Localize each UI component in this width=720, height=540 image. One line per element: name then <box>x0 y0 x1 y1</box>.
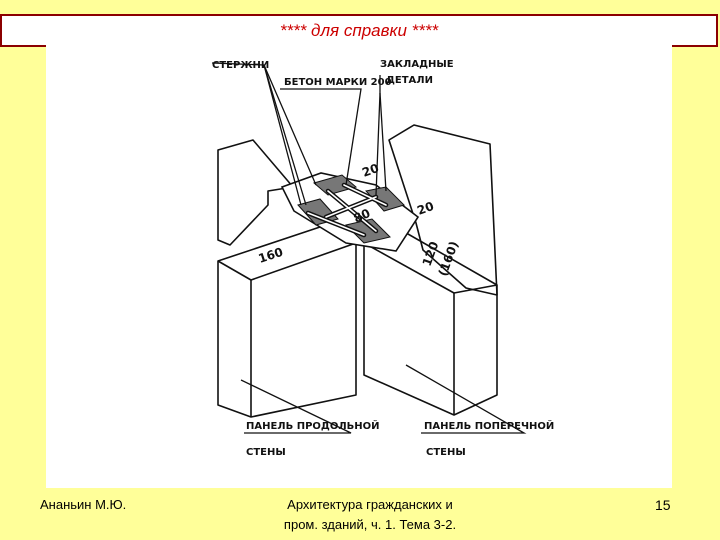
label-long-panel-2: СТЕНЫ <box>246 447 286 458</box>
wall-joint-diagram: СТЕРЖНИ БЕТОН МАРКИ 200 ЗАКЛАДНЫЕ ДЕТАЛИ… <box>211 59 554 458</box>
back-right-wall <box>388 124 498 296</box>
label-embedded-2: ДЕТАЛИ <box>386 75 433 86</box>
label-cross-panel-2: СТЕНЫ <box>426 447 466 458</box>
dimension-160: 160 <box>257 245 285 266</box>
back-left-wall <box>217 139 294 246</box>
label-concrete: БЕТОН МАРКИ 200 <box>284 77 392 88</box>
page-number: 15 <box>655 497 671 513</box>
slide-title-bar: **** для справки **** <box>0 14 718 47</box>
technical-drawing: СТЕРЖНИ БЕТОН МАРКИ 200 ЗАКЛАДНЫЕ ДЕТАЛИ… <box>46 45 672 488</box>
footer-course: Архитектура гражданских и пром. зданий, … <box>250 495 490 535</box>
label-rods: СТЕРЖНИ <box>212 60 269 71</box>
footer-course-line-2: пром. зданий, ч. 1. Тема 3-2. <box>283 517 457 532</box>
label-cross-panel-1: ПАНЕЛЬ ПОПЕРЕЧНОЙ <box>424 419 554 432</box>
dimension-20-top: 20 <box>360 161 380 180</box>
embedded-plate-top <box>312 174 358 196</box>
footer-author: Ананьин М.Ю. <box>40 497 127 512</box>
label-embedded-1: ЗАКЛАДНЫЕ <box>380 59 454 70</box>
joint-node <box>280 172 420 252</box>
label-long-panel-1: ПАНЕЛЬ ПРОДОЛЬНОЙ <box>246 419 380 432</box>
dimension-80: 80 <box>351 206 372 226</box>
dimension-20-right: 20 <box>415 199 435 218</box>
slide-title: **** для справки **** <box>279 21 439 40</box>
leader-lines <box>211 62 527 434</box>
longitudinal-wall-panel <box>217 224 357 418</box>
footer-course-line-1: Архитектура гражданских и <box>287 497 453 512</box>
